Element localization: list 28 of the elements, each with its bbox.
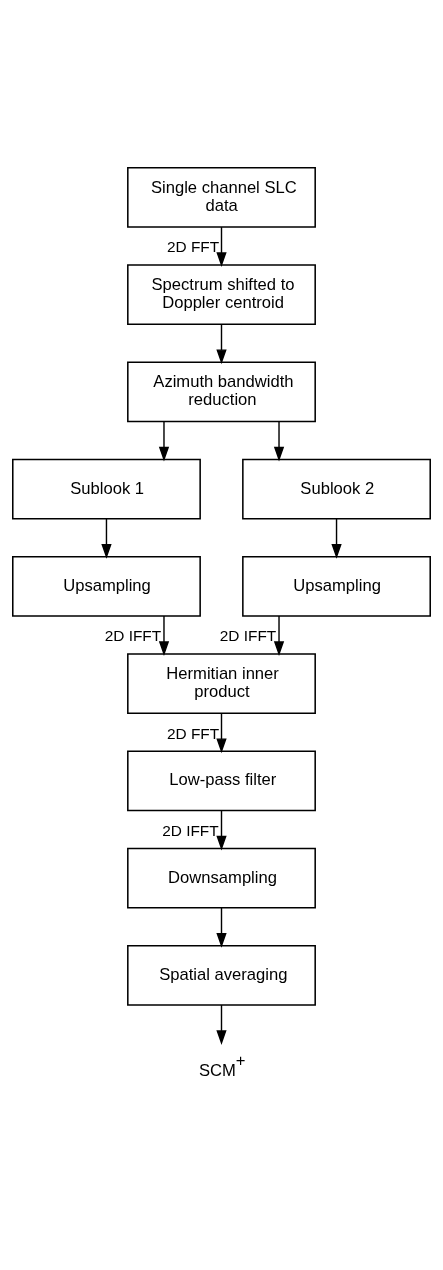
node-box: Azimuth bandwidth reduction bbox=[127, 361, 316, 423]
arrow bbox=[216, 809, 227, 851]
edge-label: 2D IFFT bbox=[104, 627, 162, 645]
arrow bbox=[216, 226, 227, 267]
arrow bbox=[101, 518, 112, 559]
edge-label: 2D FFT bbox=[166, 238, 220, 256]
edge-label: 2D IFFT bbox=[162, 821, 219, 839]
arrow bbox=[331, 518, 342, 559]
node-box: Single channel SLC data bbox=[127, 166, 316, 228]
arrow bbox=[158, 420, 170, 462]
arrow bbox=[216, 712, 227, 754]
arrow bbox=[158, 615, 170, 656]
node-box: Hermitian inner product bbox=[127, 653, 316, 715]
node-box: Upsampling bbox=[12, 555, 201, 617]
arrow bbox=[273, 420, 285, 462]
node-box: Spatial averaging bbox=[127, 944, 316, 1006]
node-box: Sublook 2 bbox=[242, 458, 431, 520]
arrow bbox=[216, 907, 227, 948]
node-box: Spectrum shifted to Doppler centroid bbox=[127, 264, 316, 326]
node-box: Downsampling bbox=[127, 847, 316, 909]
node-box: Upsampling bbox=[242, 555, 431, 617]
node-box: Low-pass filter bbox=[127, 750, 316, 812]
edge-label: 2D FFT bbox=[166, 724, 220, 742]
arrow bbox=[273, 615, 285, 656]
node-box: Sublook 1 bbox=[12, 458, 201, 520]
arrow bbox=[216, 323, 227, 365]
edge-label: 2D IFFT bbox=[219, 627, 277, 645]
arrow bbox=[216, 1004, 227, 1045]
